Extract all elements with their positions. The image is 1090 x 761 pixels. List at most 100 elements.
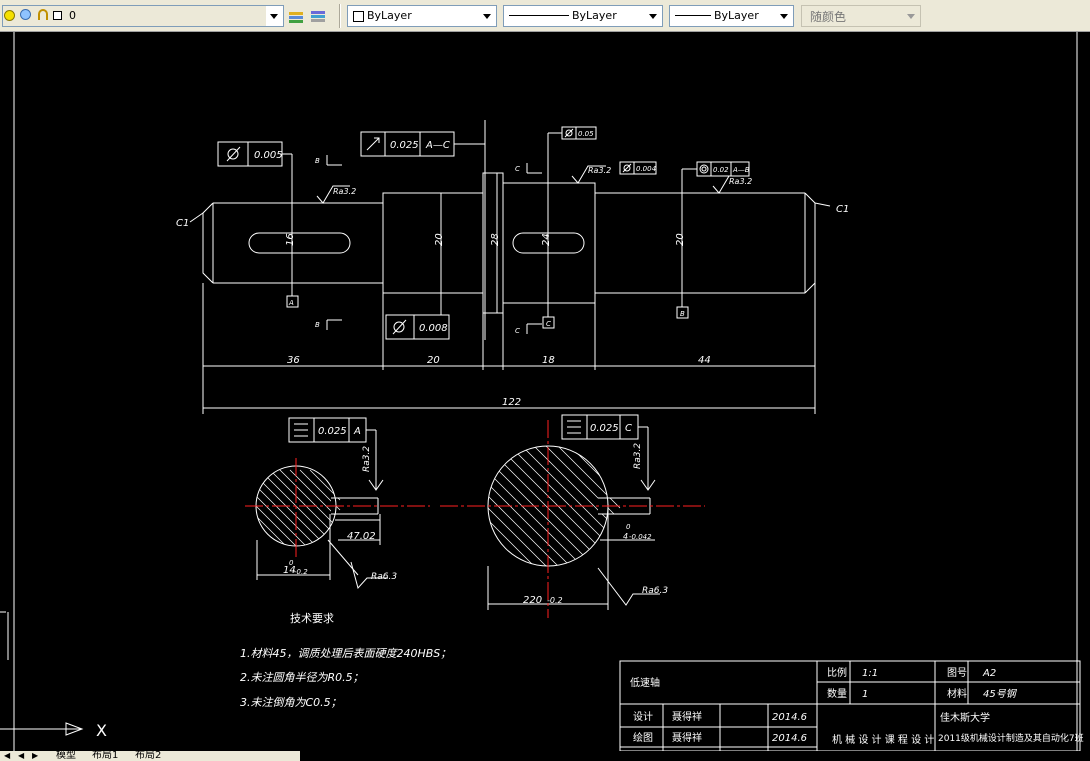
gdt-sym-left-datum: A bbox=[353, 426, 361, 437]
dim-sec-left-tol0: 0 bbox=[289, 559, 294, 567]
layer-on-icon[interactable] bbox=[4, 10, 15, 21]
dim-20: 20 bbox=[427, 355, 440, 366]
layer-name: 0 bbox=[69, 9, 76, 22]
section-right-hatch bbox=[488, 446, 621, 566]
datum-a-label: A bbox=[288, 299, 294, 307]
chevron-down-icon[interactable] bbox=[776, 6, 793, 26]
title-design-label: 设计 bbox=[633, 710, 653, 723]
roughness-2: Ra3.2 bbox=[588, 166, 611, 175]
layer-freeze-icon[interactable] bbox=[20, 9, 31, 20]
chamfer-left-label: C1 bbox=[176, 218, 189, 229]
title-scale-value: 1:1 bbox=[862, 668, 878, 679]
title-design-name: 聂得祥 bbox=[672, 710, 702, 723]
dim-18: 18 bbox=[542, 355, 555, 366]
section-indicators bbox=[326, 155, 542, 334]
title-quantity-label: 数量 bbox=[827, 687, 847, 700]
dim-122: 122 bbox=[502, 397, 521, 408]
chevron-down-icon[interactable] bbox=[903, 6, 920, 26]
chamfer-leader-right bbox=[814, 202, 831, 207]
title-material-value: 45号钢 bbox=[983, 688, 1018, 700]
gdt-coax-value: 0.02 bbox=[713, 166, 729, 174]
dim-sec-left-width: 14 bbox=[283, 565, 296, 576]
layer-dropdown[interactable]: 0 bbox=[2, 5, 284, 27]
chamfer-right-label: C1 bbox=[836, 204, 849, 215]
extension-lines bbox=[202, 120, 816, 414]
tab-nav-prev-icon[interactable]: ◀ bbox=[18, 751, 25, 760]
tab-nav-next-icon[interactable]: ▶ bbox=[32, 751, 39, 760]
note-3: 3.未注倒角为C0.5； bbox=[240, 696, 342, 709]
toolbar-separator bbox=[339, 4, 341, 28]
dia-20b-label: 20 bbox=[675, 233, 686, 246]
gdt-sym-right-value: 0.025 bbox=[590, 423, 619, 434]
roughness-1: Ra3.2 bbox=[333, 187, 356, 196]
title-block bbox=[619, 660, 1081, 751]
gdt-total-runout-value: 0.025 bbox=[390, 140, 419, 151]
plotstyle-value: 随颜色 bbox=[810, 10, 847, 24]
section-b-bottom-label: B bbox=[315, 321, 320, 329]
gdt-frames bbox=[217, 126, 750, 490]
section-b-top-label: B bbox=[315, 157, 320, 165]
properties-toolbar: 0 ByLayer ByLayer ByLayer 随颜色 bbox=[0, 0, 1090, 32]
layer-color-icon[interactable] bbox=[53, 11, 62, 20]
layer-previous-icon[interactable] bbox=[309, 7, 327, 25]
tab-layout1[interactable]: 布局1 bbox=[92, 750, 119, 761]
gdt-coax-datum: A—B bbox=[732, 166, 750, 174]
dim-sec-left-depth: 47.02 bbox=[347, 531, 376, 542]
title-class: 2011级机械设计制造及其自动化7班 bbox=[938, 732, 1084, 744]
note-2: 2.未注圆角半径为R0.5； bbox=[240, 671, 364, 684]
note-1: 1.材料45，调质处理后表面硬度240HBS； bbox=[240, 647, 451, 660]
color-swatch-icon bbox=[353, 11, 364, 22]
title-draw-label: 绘图 bbox=[633, 731, 653, 744]
gdt-total-runout-datum: A—C bbox=[425, 140, 450, 151]
section-left-hatch bbox=[256, 469, 341, 546]
dim-sec-right-depth-tol: -0.2 bbox=[547, 596, 563, 605]
drawing-canvas[interactable]: C1 C1 16 20 28 24 20 A C B B B C C 0.005… bbox=[0, 32, 1090, 751]
title-draw-date: 2014.6 bbox=[772, 733, 807, 744]
shaft-outline bbox=[202, 172, 816, 314]
dia-24-label: 24 bbox=[541, 233, 552, 246]
linetype-dropdown[interactable]: ByLayer bbox=[503, 5, 663, 27]
chevron-down-icon[interactable] bbox=[645, 6, 662, 26]
keyway-left bbox=[248, 232, 351, 254]
title-course: 机 械 设 计 课 程 设 计 bbox=[832, 733, 934, 746]
layout-tabs: ◀ ◀ ▶ 模型 布局1 布局2 bbox=[0, 750, 300, 761]
title-quantity-value: 1 bbox=[862, 689, 868, 700]
color-value: ByLayer bbox=[367, 9, 412, 22]
gdt-symbols bbox=[226, 128, 709, 437]
title-drawing-no-label: 图号 bbox=[947, 667, 967, 679]
notes-title: 技术要求 bbox=[290, 612, 334, 625]
layer-lock-icon[interactable] bbox=[38, 9, 48, 20]
tab-model[interactable]: 模型 bbox=[56, 750, 76, 761]
gdt-cyl-top-value: 0.05 bbox=[578, 130, 594, 138]
linetype-sample-icon bbox=[509, 15, 569, 16]
title-material-label: 材料 bbox=[947, 687, 967, 700]
chevron-down-icon[interactable] bbox=[479, 6, 496, 26]
roughness-symbols bbox=[316, 165, 746, 606]
title-design-date: 2014.6 bbox=[772, 712, 807, 723]
section-c-top-label: C bbox=[515, 165, 520, 173]
tab-layout2[interactable]: 布局2 bbox=[135, 750, 162, 761]
lineweight-value: ByLayer bbox=[714, 9, 759, 22]
roughness-5: Ra3.2 bbox=[633, 443, 643, 469]
dim-sec-right-tol: -0.042 bbox=[629, 533, 652, 541]
dia-20a-label: 20 bbox=[434, 233, 445, 246]
title-draw-name: 聂得祥 bbox=[672, 731, 702, 744]
make-layer-current-icon[interactable] bbox=[287, 7, 305, 25]
section-view-left bbox=[255, 465, 381, 580]
tab-nav-first-icon[interactable]: ◀ bbox=[4, 751, 11, 760]
gdt-circ-runout-value: 0.005 bbox=[254, 150, 283, 161]
color-dropdown[interactable]: ByLayer bbox=[347, 5, 497, 27]
dim-sec-right-tol0: 0 bbox=[626, 523, 631, 531]
plotstyle-dropdown[interactable]: 随颜色 bbox=[801, 5, 921, 27]
chevron-down-icon[interactable] bbox=[266, 6, 283, 26]
length-dimensions bbox=[203, 365, 815, 409]
dim-sec-right-width: 4 bbox=[623, 532, 628, 541]
diameter-dimensions bbox=[291, 173, 683, 313]
datum-b-label: B bbox=[680, 310, 685, 318]
dia-28-label: 28 bbox=[490, 233, 501, 246]
lineweight-dropdown[interactable]: ByLayer bbox=[669, 5, 794, 27]
datum-c-label: C bbox=[546, 320, 551, 328]
roughness-4: Ra3.2 bbox=[362, 446, 372, 472]
dia-16-label: 16 bbox=[285, 233, 296, 246]
gdt-cyl-bottom-value: 0.008 bbox=[419, 323, 448, 334]
